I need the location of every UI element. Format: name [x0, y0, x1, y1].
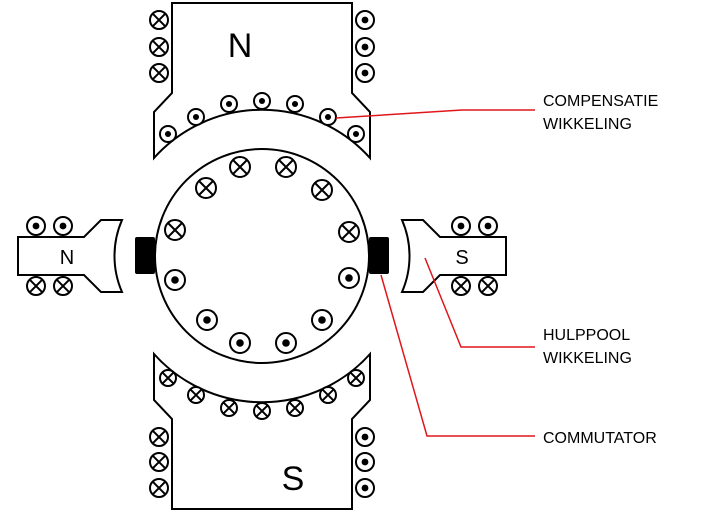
interpole-left-coil-cross-icon — [53, 276, 73, 296]
armature-conductor-dot-icon — [229, 332, 251, 354]
field-coil-top-left-cross-icon — [149, 63, 169, 83]
interpole-right-coil-cross-icon — [451, 276, 471, 296]
field-coil-top-left-cross-icon — [149, 10, 169, 30]
interpole-right — [400, 219, 507, 293]
interpole-left-coil-dot-icon — [26, 216, 46, 236]
compensation-conductor-top-dot-icon — [253, 92, 271, 110]
field-coil-top-right-dot-icon — [355, 37, 375, 57]
field-coil-bottom-right-dot-icon — [355, 478, 375, 498]
label-compensation-line1: COMPENSATIE — [543, 93, 658, 110]
rotor-armature — [154, 148, 370, 364]
armature-conductor-cross-icon — [311, 179, 333, 201]
compensation-conductor-bottom-cross-icon — [220, 399, 238, 417]
interpole-right-coil-dot-icon — [451, 216, 471, 236]
armature-conductor-dot-icon — [338, 267, 360, 289]
interpole-right-coil-cross-icon — [478, 276, 498, 296]
label-interpole-line2: WIKKELING — [543, 350, 632, 367]
compensation-conductor-bottom-cross-icon — [187, 386, 205, 404]
armature-conductor-dot-icon — [164, 269, 186, 291]
field-coil-bottom-right-dot-icon — [355, 427, 375, 447]
label-interpole-line1: HULPPOOL — [543, 327, 630, 344]
interpole-left-label: N — [60, 247, 74, 269]
field-coil-bottom-left-cross-icon — [149, 478, 169, 498]
leader-line-interpole — [424, 257, 535, 348]
interpole-right-label: S — [455, 247, 468, 269]
main-pole-bottom-label: S — [282, 460, 305, 498]
field-coil-top-right-dot-icon — [355, 10, 375, 30]
armature-conductor-cross-icon — [195, 177, 217, 199]
interpole-right-coil-dot-icon — [478, 216, 498, 236]
commutator-brush-right — [369, 237, 389, 274]
compensation-conductor-top-dot-icon — [187, 108, 205, 126]
interpole-left-coil-cross-icon — [26, 276, 46, 296]
leader-line-compensation — [335, 109, 535, 119]
compensation-conductor-top-dot-icon — [159, 125, 177, 143]
field-coil-top-left-cross-icon — [149, 37, 169, 57]
label-commutator: COMMUTATOR — [543, 430, 657, 447]
armature-conductor-dot-icon — [196, 309, 218, 331]
compensation-conductor-bottom-cross-icon — [286, 399, 304, 417]
compensation-conductor-top-dot-icon — [319, 108, 337, 126]
compensation-conductor-bottom-cross-icon — [319, 386, 337, 404]
compensation-conductor-bottom-cross-icon — [253, 402, 271, 420]
main-pole-bottom — [153, 351, 371, 510]
compensation-conductor-bottom-cross-icon — [347, 369, 365, 387]
armature-conductor-cross-icon — [164, 219, 186, 241]
interpole-left-coil-dot-icon — [53, 216, 73, 236]
armature-conductor-cross-icon — [338, 221, 360, 243]
armature-conductor-cross-icon — [275, 156, 297, 178]
main-pole-top-label: N — [228, 27, 253, 65]
commutator-brush-left — [135, 237, 155, 274]
leader-line-commutator — [380, 274, 535, 437]
field-coil-bottom-right-dot-icon — [355, 452, 375, 472]
armature-conductor-cross-icon — [229, 156, 251, 178]
field-coil-top-right-dot-icon — [355, 63, 375, 83]
armature-conductor-dot-icon — [275, 332, 297, 354]
label-compensation-line2: WIKKELING — [543, 116, 632, 133]
main-pole-top — [153, 2, 371, 161]
field-coil-bottom-left-cross-icon — [149, 427, 169, 447]
compensation-conductor-top-dot-icon — [220, 95, 238, 113]
armature-conductor-dot-icon — [311, 309, 333, 331]
compensation-conductor-bottom-cross-icon — [159, 369, 177, 387]
field-coil-bottom-left-cross-icon — [149, 452, 169, 472]
conductors — [26, 10, 498, 498]
compensation-conductor-top-dot-icon — [286, 95, 304, 113]
compensation-conductor-top-dot-icon — [347, 125, 365, 143]
interpole-left — [17, 219, 124, 293]
